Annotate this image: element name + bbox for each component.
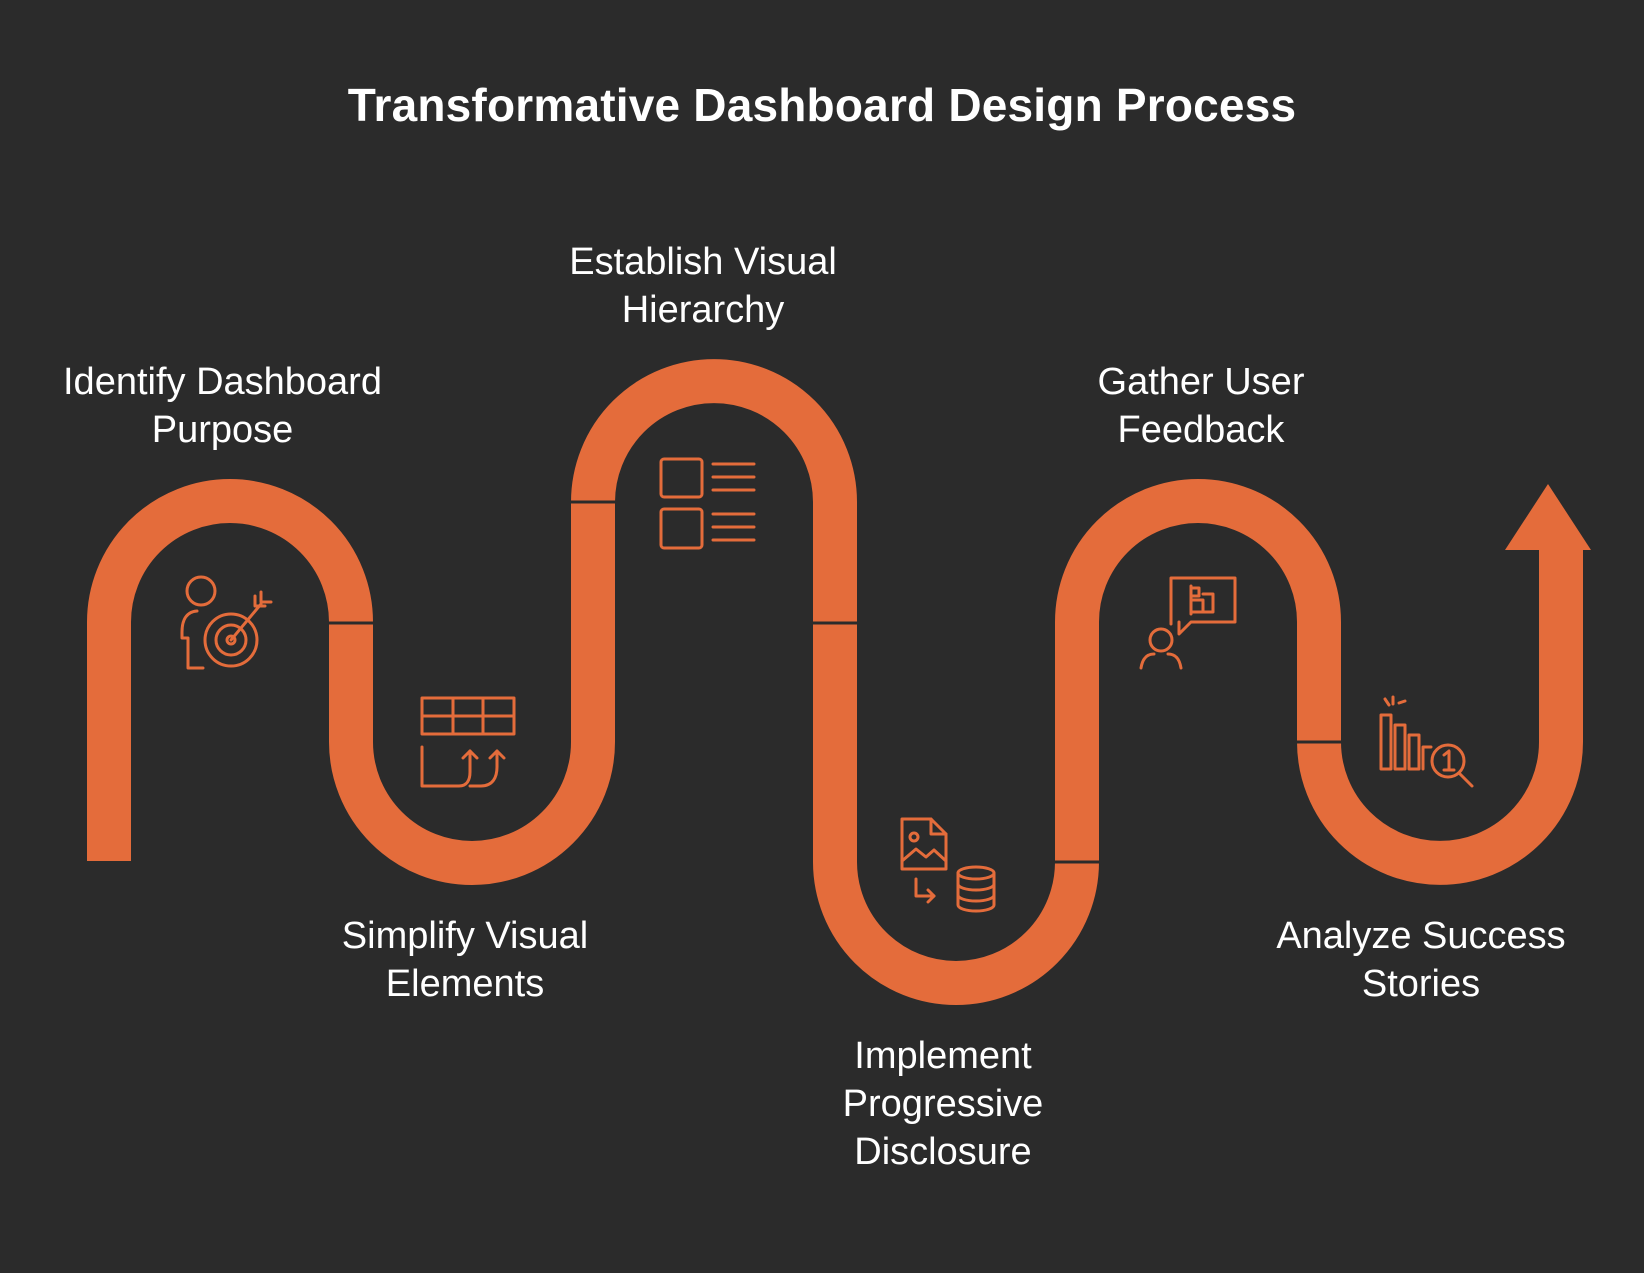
grid-arrows-icon: [420, 696, 516, 788]
user-chat-icon: [1139, 576, 1237, 670]
step-label-analyze-success: Analyze Success Stories: [1276, 915, 1566, 1005]
step-label-identify-purpose: Identify Dashboard Purpose: [63, 361, 382, 451]
list-boxes-icon: [659, 457, 756, 550]
chart-search-icon: [1379, 695, 1474, 788]
image-database-icon: [900, 817, 996, 913]
step-label-progressive-disclosure: Implement Progressive Disclosure: [842, 1035, 1044, 1173]
arrow-head: [1505, 484, 1591, 550]
person-target-icon: [180, 575, 273, 670]
step-label-establish-hierarchy: Establish Visual Hierarchy: [569, 241, 837, 331]
step-label-simplify-elements: Simplify Visual Elements: [341, 915, 589, 1005]
step-label-gather-feedback: Gather User Feedback: [1097, 361, 1305, 451]
diagram-title: Transformative Dashboard Design Process: [347, 79, 1297, 131]
